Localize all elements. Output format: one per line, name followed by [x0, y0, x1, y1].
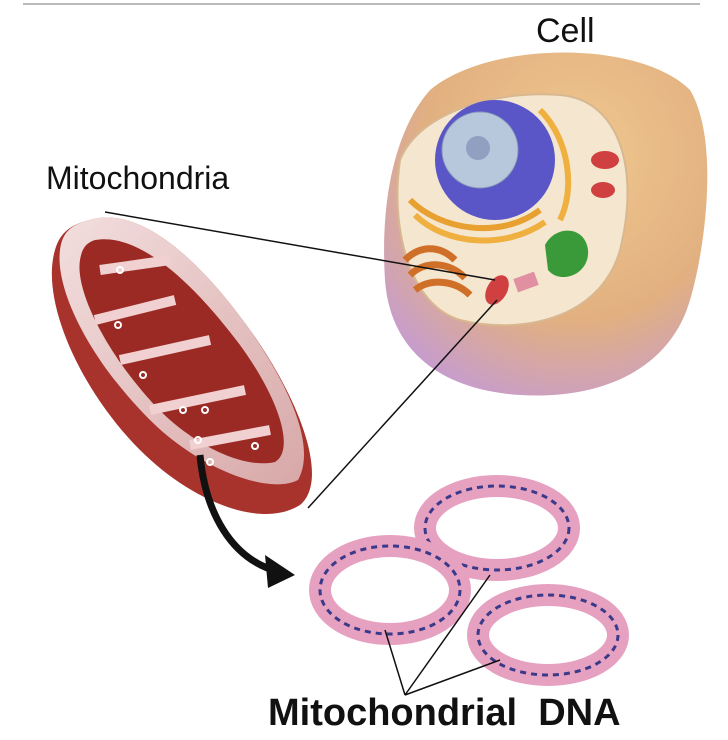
- mitochondria-label: Mitochondria: [46, 160, 230, 196]
- cell-illustration: [384, 52, 708, 396]
- mitochondrial-dna-label: Mitochondrial DNA: [268, 692, 621, 734]
- arrow: [196, 454, 281, 576]
- mitochondrial-dna-rings: [309, 475, 629, 696]
- dna-ring: [309, 535, 471, 645]
- dna-ring: [467, 584, 629, 686]
- chloroplast-like-organelle: [545, 230, 589, 278]
- dna-ring: [414, 475, 580, 581]
- mitochondrion-illustration: [51, 217, 312, 588]
- arrow-head-icon: [265, 555, 295, 588]
- cell-mitochondrion: [485, 275, 509, 305]
- cell-label: Cell: [536, 12, 595, 50]
